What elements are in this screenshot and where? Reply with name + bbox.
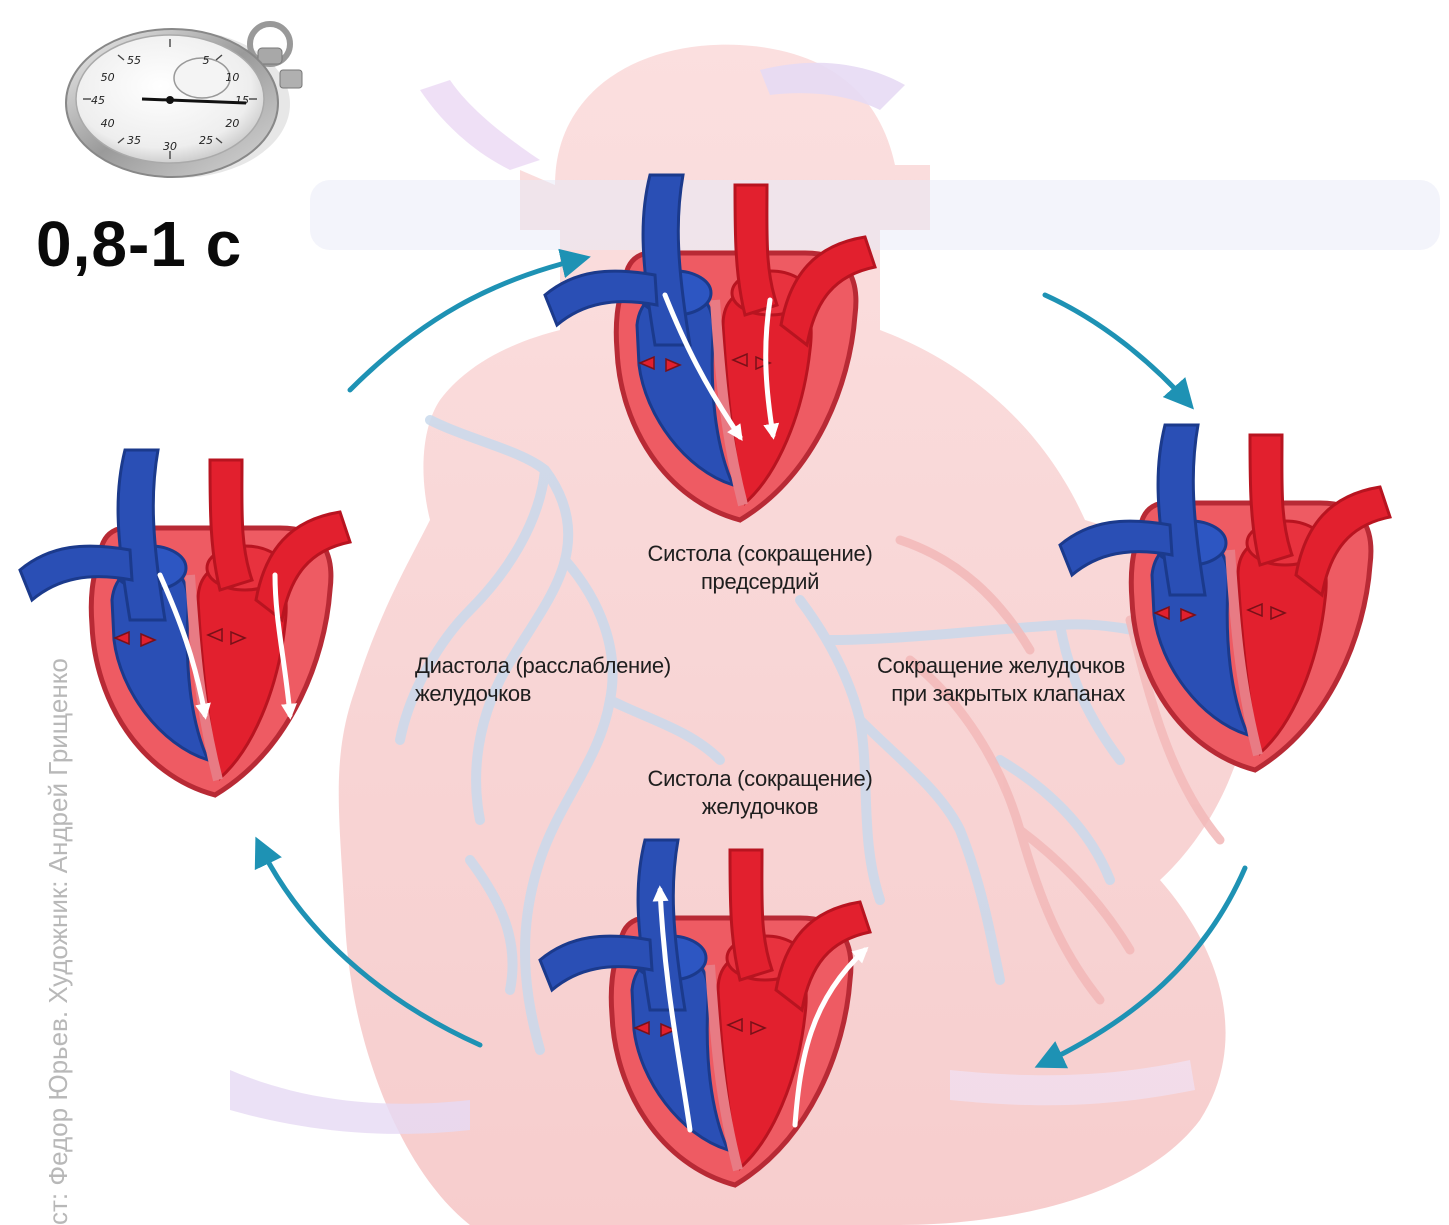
label-line: желудочков bbox=[600, 793, 920, 821]
label-line: Систола (сокращение) bbox=[600, 765, 920, 793]
label-line: предсердий bbox=[600, 568, 920, 596]
stopwatch-icon: 5 10 15 20 25 30 35 40 45 50 55 bbox=[66, 24, 302, 178]
label-ventricular-systole: Систола (сокращение) желудочков bbox=[600, 765, 920, 821]
label-atrial-systole: Систола (сокращение) предсердий bbox=[600, 540, 920, 596]
arrow-atrial-to-isovolumetric bbox=[1045, 295, 1190, 405]
dial-number: 20 bbox=[225, 117, 239, 130]
dial-number: 55 bbox=[127, 54, 141, 67]
dial-number: 15 bbox=[235, 94, 249, 107]
dial-number: 25 bbox=[199, 134, 213, 147]
label-line: Диастола (расслабление) bbox=[415, 652, 735, 680]
label-isovolumetric-contraction: Сокращение желудочков при закрытых клапа… bbox=[800, 652, 1125, 708]
dial-number: 5 bbox=[203, 54, 210, 67]
dial-number: 45 bbox=[91, 94, 105, 107]
dial-number: 50 bbox=[101, 71, 115, 84]
cycle-duration: 0,8-1 с bbox=[36, 208, 242, 280]
label-line: Сокращение желудочков bbox=[800, 652, 1125, 680]
dial-number: 40 bbox=[101, 117, 115, 130]
label-line: желудочков bbox=[415, 680, 735, 708]
dial-number: 35 bbox=[127, 134, 141, 147]
credit-text: ст: Федор Юрьев. Художник: Андрей Грищен… bbox=[43, 658, 73, 1225]
label-line: Систола (сокращение) bbox=[600, 540, 920, 568]
label-line: при закрытых клапанах bbox=[800, 680, 1125, 708]
label-ventricular-diastole: Диастола (расслабление) желудочков bbox=[415, 652, 735, 708]
dial-number: 10 bbox=[225, 71, 239, 84]
dial-number: 30 bbox=[163, 140, 177, 153]
